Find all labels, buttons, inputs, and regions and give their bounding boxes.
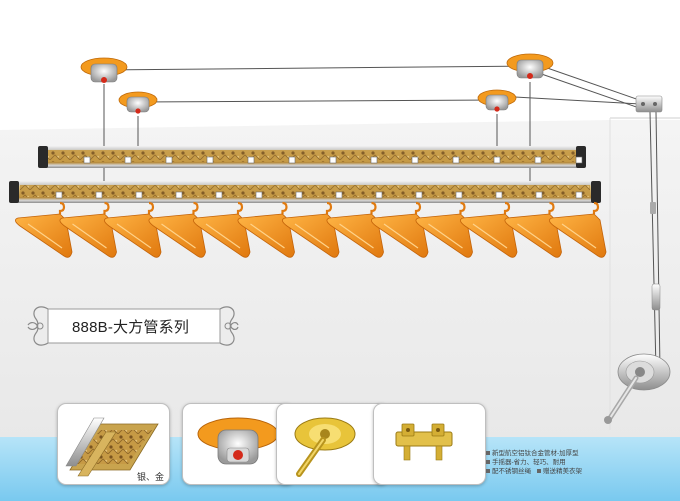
hanger-icon: [15, 201, 73, 258]
bar-slot: [493, 156, 501, 164]
bar-slot: [215, 191, 223, 199]
bar-slot: [83, 156, 91, 164]
feature-item: 新型航空铝钛合金管材-加厚型: [486, 449, 579, 458]
wall-bracket-icon: [635, 95, 663, 311]
hanger-icon: [282, 201, 340, 258]
hanger-icon: [193, 201, 251, 258]
bar-slot: [165, 156, 173, 164]
bar-slot: [135, 191, 143, 199]
bar-slot: [329, 156, 337, 164]
hanger-icon: [504, 201, 562, 258]
bar-slot: [295, 191, 303, 199]
bar-slot: [175, 191, 183, 199]
hanger-icon: [326, 201, 384, 258]
bar-slot: [455, 191, 463, 199]
hanger-icon: [148, 201, 206, 258]
thumb-bracket: [373, 403, 486, 485]
feature-item: 手摇器-省力、轻巧、耐用: [486, 458, 566, 467]
hanger-icon: [371, 201, 429, 258]
rear-drying-bar: [38, 146, 586, 168]
bar-slot: [247, 156, 255, 164]
hanger-icon: [415, 201, 473, 258]
feature-list: 新型航空铝钛合金管材-加厚型 手摇器-省力、轻巧、耐用 配不锈钢丝绳赠送精美衣架: [486, 449, 676, 476]
tube-color-caption: 银、金: [137, 472, 165, 482]
hand-crank-icon: [604, 353, 671, 424]
feature-item: 配不锈钢丝绳: [486, 467, 531, 476]
bar-slot: [124, 156, 132, 164]
bar-slot: [255, 191, 263, 199]
bar-slot: [375, 191, 383, 199]
bar-slot: [335, 191, 343, 199]
bar-slot: [370, 156, 378, 164]
front-drying-bar: [9, 181, 601, 203]
bar-slot: [534, 156, 542, 164]
bar-slot: [575, 191, 583, 199]
steel-cables: [103, 61, 661, 371]
ceiling-pulley-icon: [80, 57, 128, 83]
bar-slot: [288, 156, 296, 164]
bar-slot: [95, 191, 103, 199]
hanger-icon: [549, 201, 607, 258]
ceiling-pulley-icon: [506, 53, 554, 79]
ceiling-pulley-icon: [118, 91, 158, 114]
bar-slot: [575, 156, 583, 164]
ceiling-pulley-icon: [477, 89, 517, 112]
model-title: 888B-大方管系列: [72, 319, 190, 336]
bar-slot: [411, 156, 419, 164]
thumb-tube-profile: 银、金: [57, 403, 170, 485]
bar-slot: [415, 191, 423, 199]
bar-slot: [55, 191, 63, 199]
wall: [0, 120, 680, 501]
bar-slot: [452, 156, 460, 164]
hanger-icon: [104, 201, 162, 258]
feature-item: 赠送精美衣架: [537, 467, 582, 476]
hanger-icon: [59, 201, 117, 258]
thumb-crank: [276, 403, 389, 485]
bar-slot: [495, 191, 503, 199]
hanger-row: [15, 201, 607, 258]
bar-slot: [535, 191, 543, 199]
hanger-icon: [460, 201, 518, 258]
title-plate: [27, 306, 239, 346]
hanger-icon: [237, 201, 295, 258]
bar-slot: [206, 156, 214, 164]
